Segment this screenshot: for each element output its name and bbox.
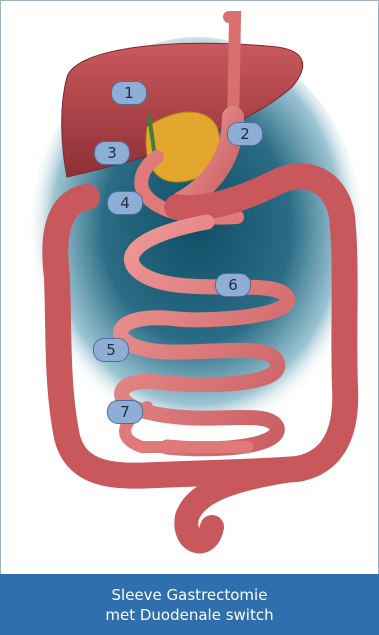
label-badge-2: 2: [227, 122, 263, 146]
label-badge-6: 6: [215, 273, 251, 297]
caption-bar: Sleeve Gastrectomie met Duodenale switch: [0, 574, 379, 635]
caption-line-1: Sleeve Gastrectomie: [112, 585, 268, 605]
anatomy-illustration: [7, 7, 372, 571]
label-badge-7: 7: [107, 400, 143, 424]
label-badge-3: 3: [94, 141, 130, 165]
label-badge-5: 5: [93, 338, 129, 362]
label-badge-1: 1: [111, 81, 147, 105]
label-badge-4: 4: [107, 191, 143, 215]
caption-line-2: met Duodenale switch: [105, 605, 273, 625]
